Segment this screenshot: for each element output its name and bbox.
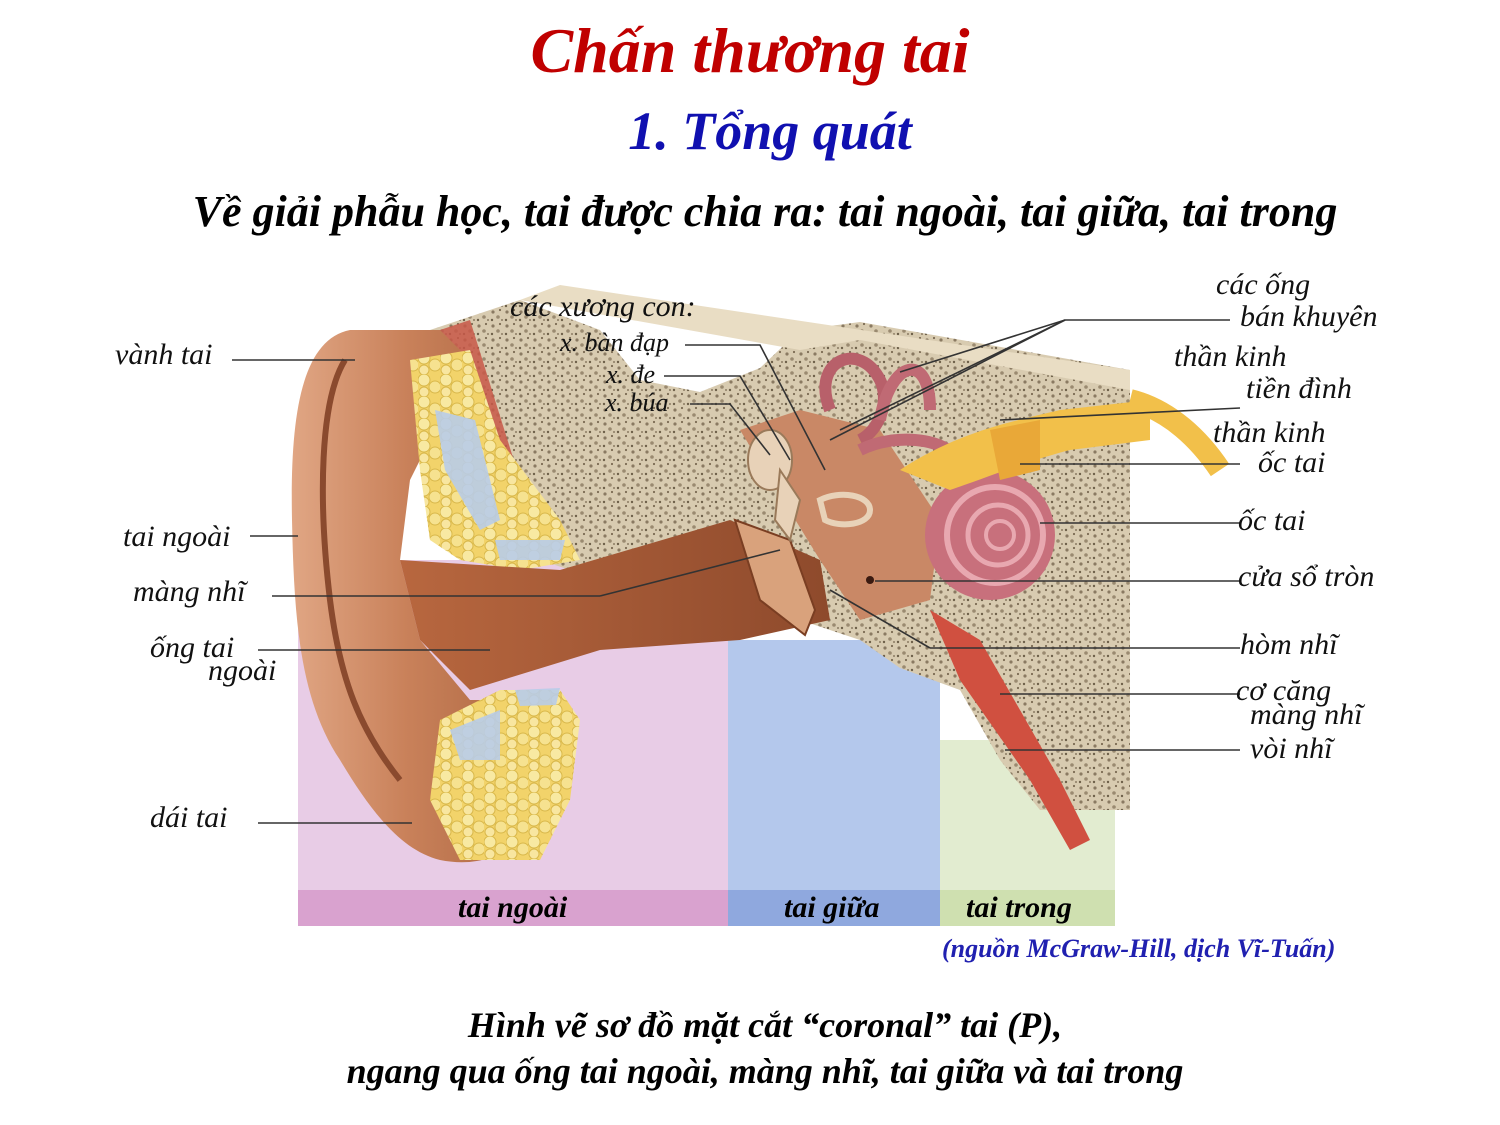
outer-ear-bar	[298, 890, 728, 926]
zone-label-inner: tai trong	[966, 891, 1072, 924]
label-xuong-con: các xương con:	[510, 290, 696, 323]
label-co-cang-line2: màng nhĩ	[1250, 698, 1363, 731]
label-tien-dinh-line2: tiền đình	[1246, 372, 1352, 405]
figure-caption-line1: Hình vẽ sơ đồ mặt cắt “coronal” tai (P),	[467, 1005, 1063, 1045]
stapes	[816, 491, 874, 528]
semicircular-canals	[819, 352, 890, 446]
label-ban-dap: x. bàn đạp	[560, 328, 670, 357]
label-de: x. đe	[606, 360, 656, 389]
inner-ear	[819, 352, 1230, 600]
label-tien-dinh-line1: thần kinh	[1174, 340, 1287, 373]
label-dai-tai: dái tai	[150, 801, 228, 834]
middle-ear-zone	[728, 640, 940, 890]
label-co-cang-line1: cơ căng	[1236, 674, 1332, 707]
inner-ear-bar	[940, 890, 1115, 926]
tympanic-membrane	[733, 518, 817, 637]
leader-lines	[232, 319, 1241, 824]
label-cua-so-tron: cửa sổ tròn	[1238, 560, 1375, 593]
label-tai-ngoai: tai ngoài	[123, 520, 231, 553]
label-voi-nhi: vòi nhĩ	[1250, 732, 1333, 765]
label-ong-tai-line2: ngoài	[208, 654, 277, 687]
intro-text: Về giải phẫu học, tai được chia ra: tai …	[192, 187, 1338, 236]
middle-ear	[740, 410, 940, 620]
section-heading: 1. Tổng quát	[628, 101, 912, 161]
zone-label-middle: tai giữa	[784, 891, 880, 924]
label-tk-oc-tai-line1: thần kinh	[1213, 416, 1326, 449]
cartilage-upper	[410, 350, 580, 570]
label-ong-tai-line1: ống tai	[150, 631, 235, 664]
incus	[773, 467, 802, 543]
label-hom-nhi: hòm nhĩ	[1240, 628, 1338, 661]
eustachian-tube	[930, 610, 1090, 850]
label-bua: x. búa	[605, 388, 669, 417]
ear-canal	[400, 520, 830, 690]
middle-ear-bar	[728, 890, 940, 926]
label-tk-oc-tai-line2: ốc tai	[1258, 446, 1326, 479]
figure-caption-line2: ngang qua ống tai ngoài, màng nhĩ, tai g…	[346, 1051, 1184, 1091]
page-title: Chấn thương tai	[530, 15, 970, 86]
label-ong-ban-khuyen-line1: các ống	[1216, 268, 1311, 301]
source-credit: (nguồn McGraw-Hill, dịch Vĩ-Tuấn)	[942, 934, 1336, 963]
zone-label-outer: tai ngoài	[458, 891, 568, 924]
label-vanh-tai: vành tai	[115, 338, 213, 371]
label-oc-tai: ốc tai	[1238, 504, 1306, 537]
label-ong-ban-khuyen-line2: bán khuyên	[1240, 300, 1378, 333]
label-mang-nhi: màng nhĩ	[133, 575, 246, 608]
